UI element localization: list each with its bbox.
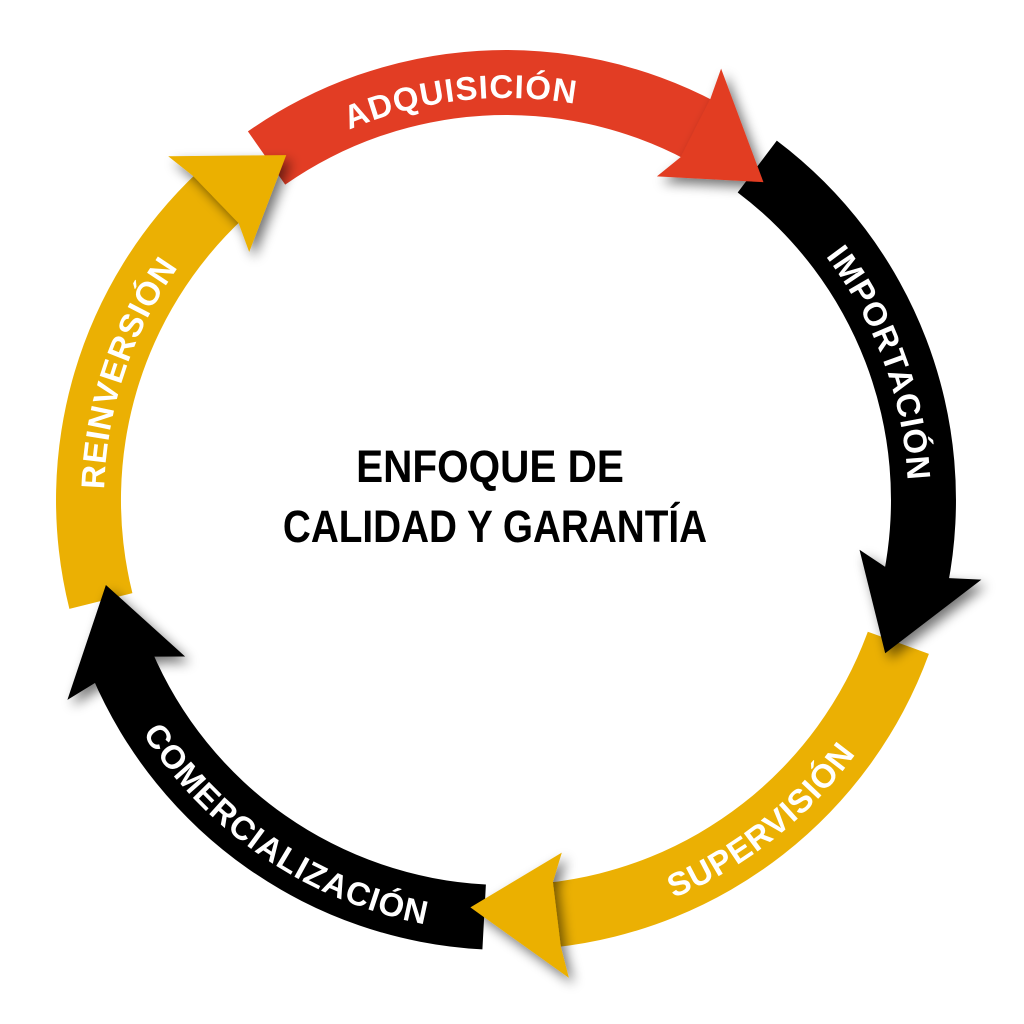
arrowhead-adquisicion-icon [656, 68, 764, 183]
title-line-1: ENFOQUE DE [356, 442, 624, 492]
title-line-2: CALIDAD Y GARANTÍA [283, 501, 707, 551]
arrowhead-importacion-icon [859, 549, 982, 654]
stage-label-supervision: SUPERVISIÓN [661, 735, 861, 905]
arrow-bodies [56, 50, 956, 950]
arrow-body-reinversion [56, 170, 244, 609]
arrow-body-comercializacion [91, 650, 486, 950]
arrowhead-supervision-icon [470, 852, 569, 978]
arrow-body-adquisicion [247, 50, 718, 185]
arrow-heads [67, 68, 982, 978]
arrow-body-supervision [546, 631, 929, 948]
arrow-body-importacion [737, 140, 956, 586]
center-title: ENFOQUE DE CALIDAD Y GARANTÍA [283, 442, 707, 552]
arrowhead-comercializacion-icon [67, 585, 186, 700]
arrowhead-reinversion-icon [168, 155, 287, 252]
